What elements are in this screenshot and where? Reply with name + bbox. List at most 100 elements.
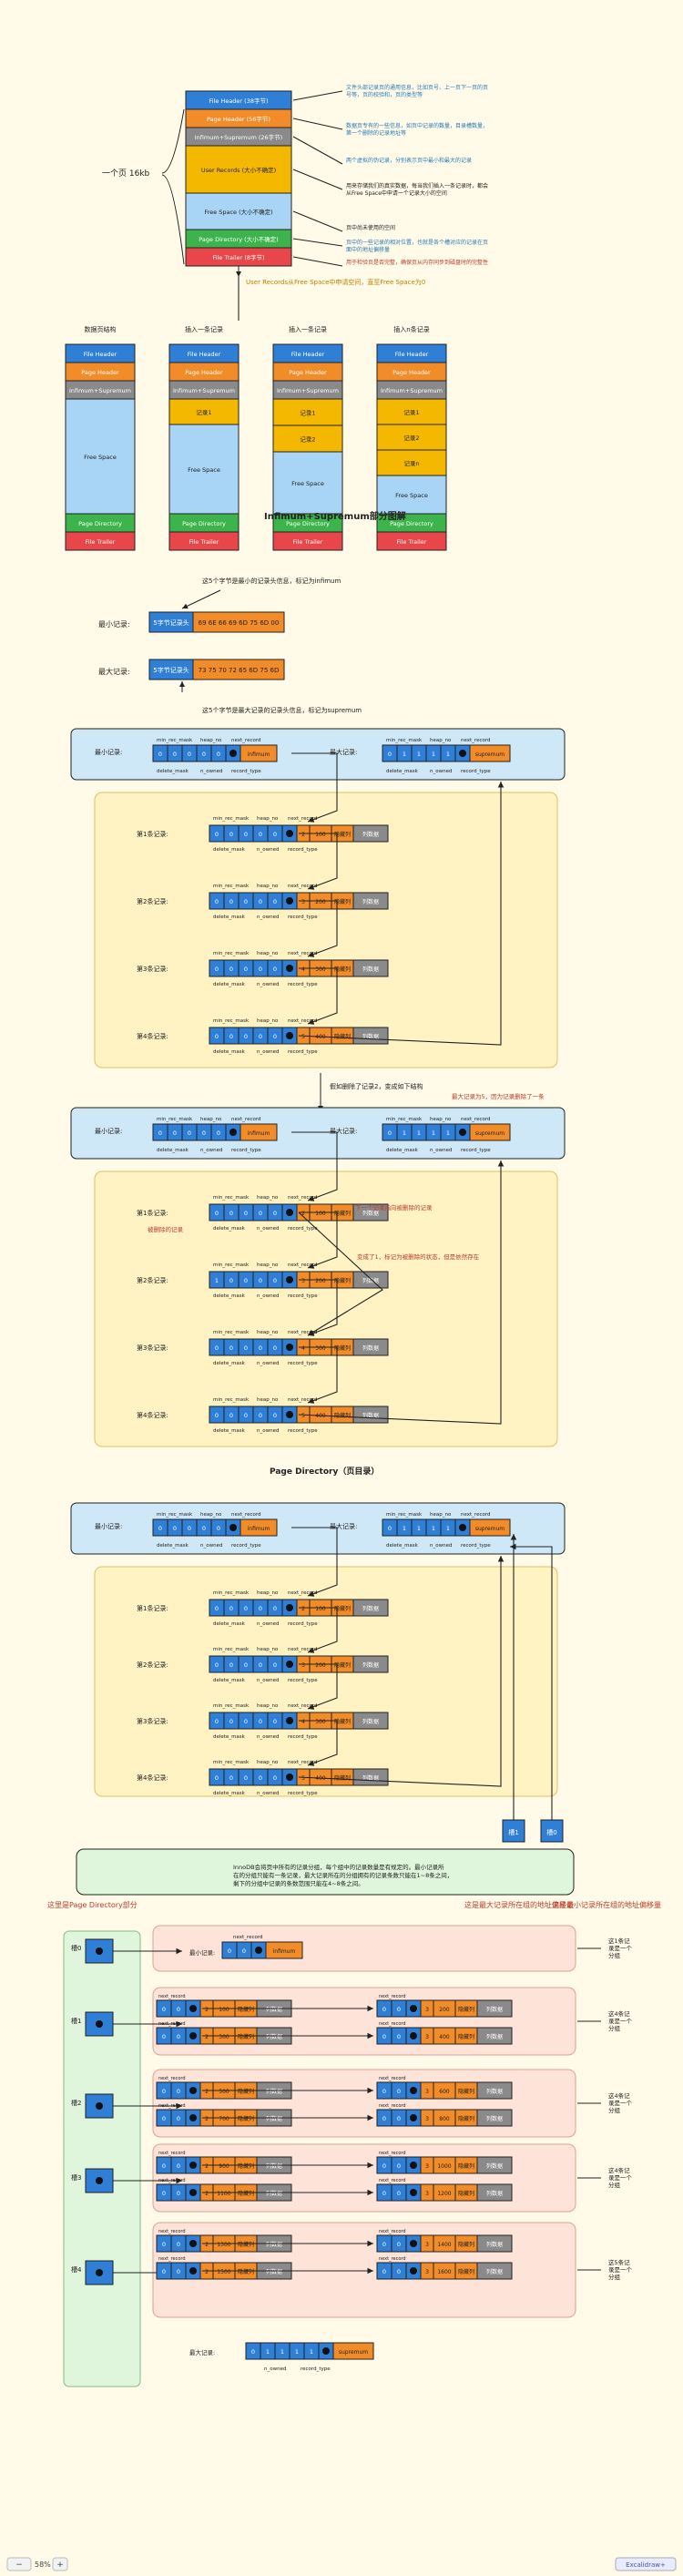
group-bg-1 bbox=[152, 1987, 576, 2056]
rec-list2-r2-val-3: 0 bbox=[259, 1344, 262, 1352]
group-slot-pointer-2 bbox=[96, 2102, 103, 2110]
rec-list2-r1-next-pointer bbox=[286, 1276, 293, 1283]
slot1-note: 这是最大记录所在组的地址偏移量 bbox=[464, 1900, 574, 1909]
annotation-line-2 bbox=[292, 136, 343, 165]
rec-g3-0-1-tail-3 bbox=[476, 2156, 513, 2174]
fl-bot-b-list1-max: n_owned bbox=[430, 769, 452, 774]
zoom-level: 58% bbox=[35, 2561, 51, 2569]
fl-bot-a-list1-r0: delete_mask bbox=[213, 847, 246, 853]
rec-list1-r2-tail-3 bbox=[352, 959, 389, 977]
rec-g4max-tail-0 bbox=[332, 2342, 374, 2360]
deleted-label: 被删除的记录 bbox=[148, 1225, 184, 1233]
rec-g3-0-1-val-0: 0 bbox=[382, 2162, 386, 2170]
section-label-4: Free Space (大小不确定) bbox=[204, 208, 272, 216]
rec-list2-r0-val-3: 0 bbox=[259, 1210, 262, 1217]
fl-bot-c-list2-r0: record_type bbox=[288, 1226, 318, 1232]
rec-g1-1-0-val-0: 0 bbox=[162, 2033, 166, 2040]
fl-top-a-list2-r2: min_rec_mask bbox=[213, 1330, 250, 1335]
rec-list3-r0-val-2: 0 bbox=[244, 1605, 248, 1612]
evo-name-2-0: File Header bbox=[291, 351, 325, 358]
g1-0-0-lbl: next_record bbox=[158, 1994, 186, 1999]
rec-list2-r1-val-3: 0 bbox=[259, 1277, 262, 1284]
list-panel-list3 bbox=[94, 1566, 558, 1797]
rec-list2-r2-val-4: 0 bbox=[273, 1344, 277, 1352]
rec-list2-max-val-4: 1 bbox=[446, 1130, 450, 1137]
next-link-list1-2 bbox=[299, 900, 338, 957]
rec-list1-r1-val-1: 0 bbox=[229, 898, 233, 905]
group-slot-pointer-4 bbox=[96, 2269, 103, 2276]
rec-list2-max-tail-0 bbox=[469, 1123, 511, 1141]
rec-g3-0-1-tail-text-0: 3 bbox=[425, 2163, 429, 2170]
rec-list3-max-val-2: 1 bbox=[417, 1525, 421, 1532]
rec-list1-min-val-2: 0 bbox=[188, 751, 191, 758]
rec-g1-1-1-tail-text-0: 3 bbox=[425, 2034, 429, 2040]
rec-g4max-val-4: 1 bbox=[310, 2348, 313, 2356]
evo-name-2-2: Infimum+Supremum bbox=[277, 387, 339, 394]
rec-g3-1-1-val-1: 0 bbox=[397, 2190, 401, 2197]
rec-g2-0-1-tail-3 bbox=[476, 2081, 513, 2100]
fl-bot-c-list2-r2: record_type bbox=[288, 1361, 318, 1366]
rec-g1-1-0-tail-text-3: 列数据 bbox=[266, 2033, 282, 2040]
fl-bot-a-list3-r3: delete_mask bbox=[213, 1791, 246, 1796]
rec-list2-r0-val-1: 0 bbox=[229, 1210, 233, 1217]
rec-list2-r0-val-2: 0 bbox=[244, 1210, 248, 1217]
evo-name-2-1: Page Header bbox=[289, 369, 327, 376]
fl-top-c-list1-r1: next_record bbox=[288, 884, 318, 889]
supremum-bytes-cell bbox=[192, 659, 285, 680]
annotation-6: 用于检验页是否完整，确保页从内存同步到磁盘时的完整性 bbox=[346, 259, 488, 266]
rec-list2-r0-val-0: 0 bbox=[215, 1210, 219, 1217]
fl-top-c-list1-r2: next_record bbox=[288, 951, 318, 956]
groups-directory-panel bbox=[63, 1930, 141, 2387]
rec-list3-r3-tail-text-2: 隐藏列 bbox=[334, 1774, 351, 1782]
next-link-list1-3 bbox=[299, 967, 338, 1025]
fl-top-a-list3-r2: min_rec_mask bbox=[213, 1703, 250, 1709]
rec-g3-0-0-tail-text-0: 2 bbox=[205, 2163, 209, 2170]
rec-g2-1-1-val-1: 0 bbox=[397, 2115, 401, 2122]
rec-list1-r3-val-3: 0 bbox=[259, 1033, 262, 1040]
fl-top-b-list3-min: heap_no bbox=[200, 1512, 222, 1518]
skip-link bbox=[298, 1211, 383, 1336]
rec-g3-1-0-val-1: 0 bbox=[177, 2190, 180, 2197]
rec-list2-r1-val-1: 0 bbox=[229, 1277, 233, 1284]
plus-zoom-button[interactable] bbox=[52, 2557, 68, 2571]
annotation-4: 页中尚未使用的空间 bbox=[346, 224, 395, 231]
page-brace bbox=[161, 108, 185, 174]
fl-bot-a-list3-r2: delete_mask bbox=[213, 1734, 246, 1740]
rec-list1-min-val-1: 0 bbox=[173, 751, 177, 758]
section-label-1: Page Header (56字节) bbox=[207, 115, 270, 123]
rec-list3-r1-tail-text-2: 隐藏列 bbox=[334, 1661, 351, 1669]
fl-bot-b-list3-r2: n_owned bbox=[257, 1734, 279, 1740]
fl-bot-c-list3-r2: record_type bbox=[288, 1734, 318, 1740]
fl-bot-c-list2-min: record_type bbox=[231, 1148, 261, 1153]
fl-top-b-list3-r2: heap_no bbox=[257, 1703, 279, 1709]
fl-bot-b-list3-r0: n_owned bbox=[257, 1621, 279, 1627]
rec-g1-1-1-tail-text-2: 隐藏列 bbox=[458, 2033, 474, 2040]
fl-top-b-list2-min: heap_no bbox=[200, 1117, 222, 1122]
rec-g2-0-0-tail-text-3: 列数据 bbox=[266, 2088, 282, 2095]
rec-list1-r1-val-4: 0 bbox=[273, 898, 277, 905]
rec-list1-r3-tail-text-3: 列数据 bbox=[362, 1033, 379, 1040]
record-label-list1-1: 第2条记录: bbox=[137, 897, 168, 905]
group-slot-label-4: 槽4 bbox=[71, 2265, 82, 2274]
fl-top-b-list2-r0: heap_no bbox=[257, 1195, 279, 1201]
rec-list1-r0-next-pointer bbox=[286, 830, 293, 837]
minus-zoom-button[interactable] bbox=[6, 2557, 32, 2571]
rec-list3-min-val-2: 0 bbox=[188, 1525, 191, 1532]
excalidraw-plus-link[interactable] bbox=[615, 2557, 677, 2571]
rec-list2-max-val-3: 1 bbox=[432, 1130, 435, 1137]
rec-g1-0-1-tail-text-2: 隐藏列 bbox=[458, 2006, 474, 2013]
rec-list2-r2-tail-text-3: 列数据 bbox=[362, 1344, 379, 1352]
rec-g3-1-1-tail-text-1: 1200 bbox=[437, 2191, 451, 2197]
rec-g2-1-0-val-1: 0 bbox=[177, 2115, 180, 2122]
rec-list2-r2-tail-3 bbox=[352, 1338, 389, 1356]
evo-name-2-5: Page Directory bbox=[286, 520, 330, 527]
rec-list1-r2-next-pointer bbox=[286, 965, 293, 972]
rec-list2-r3-val-2: 0 bbox=[244, 1412, 248, 1419]
rec-g1-1-0-next-pointer bbox=[189, 2032, 197, 2039]
rec-list3-r1-tail-text-0: 3 bbox=[301, 1662, 305, 1669]
record-label-list3-0: 第1条记录: bbox=[137, 1604, 168, 1612]
rec-g1-1-1-tail-text-1: 400 bbox=[439, 2034, 450, 2040]
rec-g3-1-1-tail-text-3: 列数据 bbox=[486, 2190, 503, 2197]
fl-bot-c-list3-max: record_type bbox=[461, 1543, 491, 1549]
